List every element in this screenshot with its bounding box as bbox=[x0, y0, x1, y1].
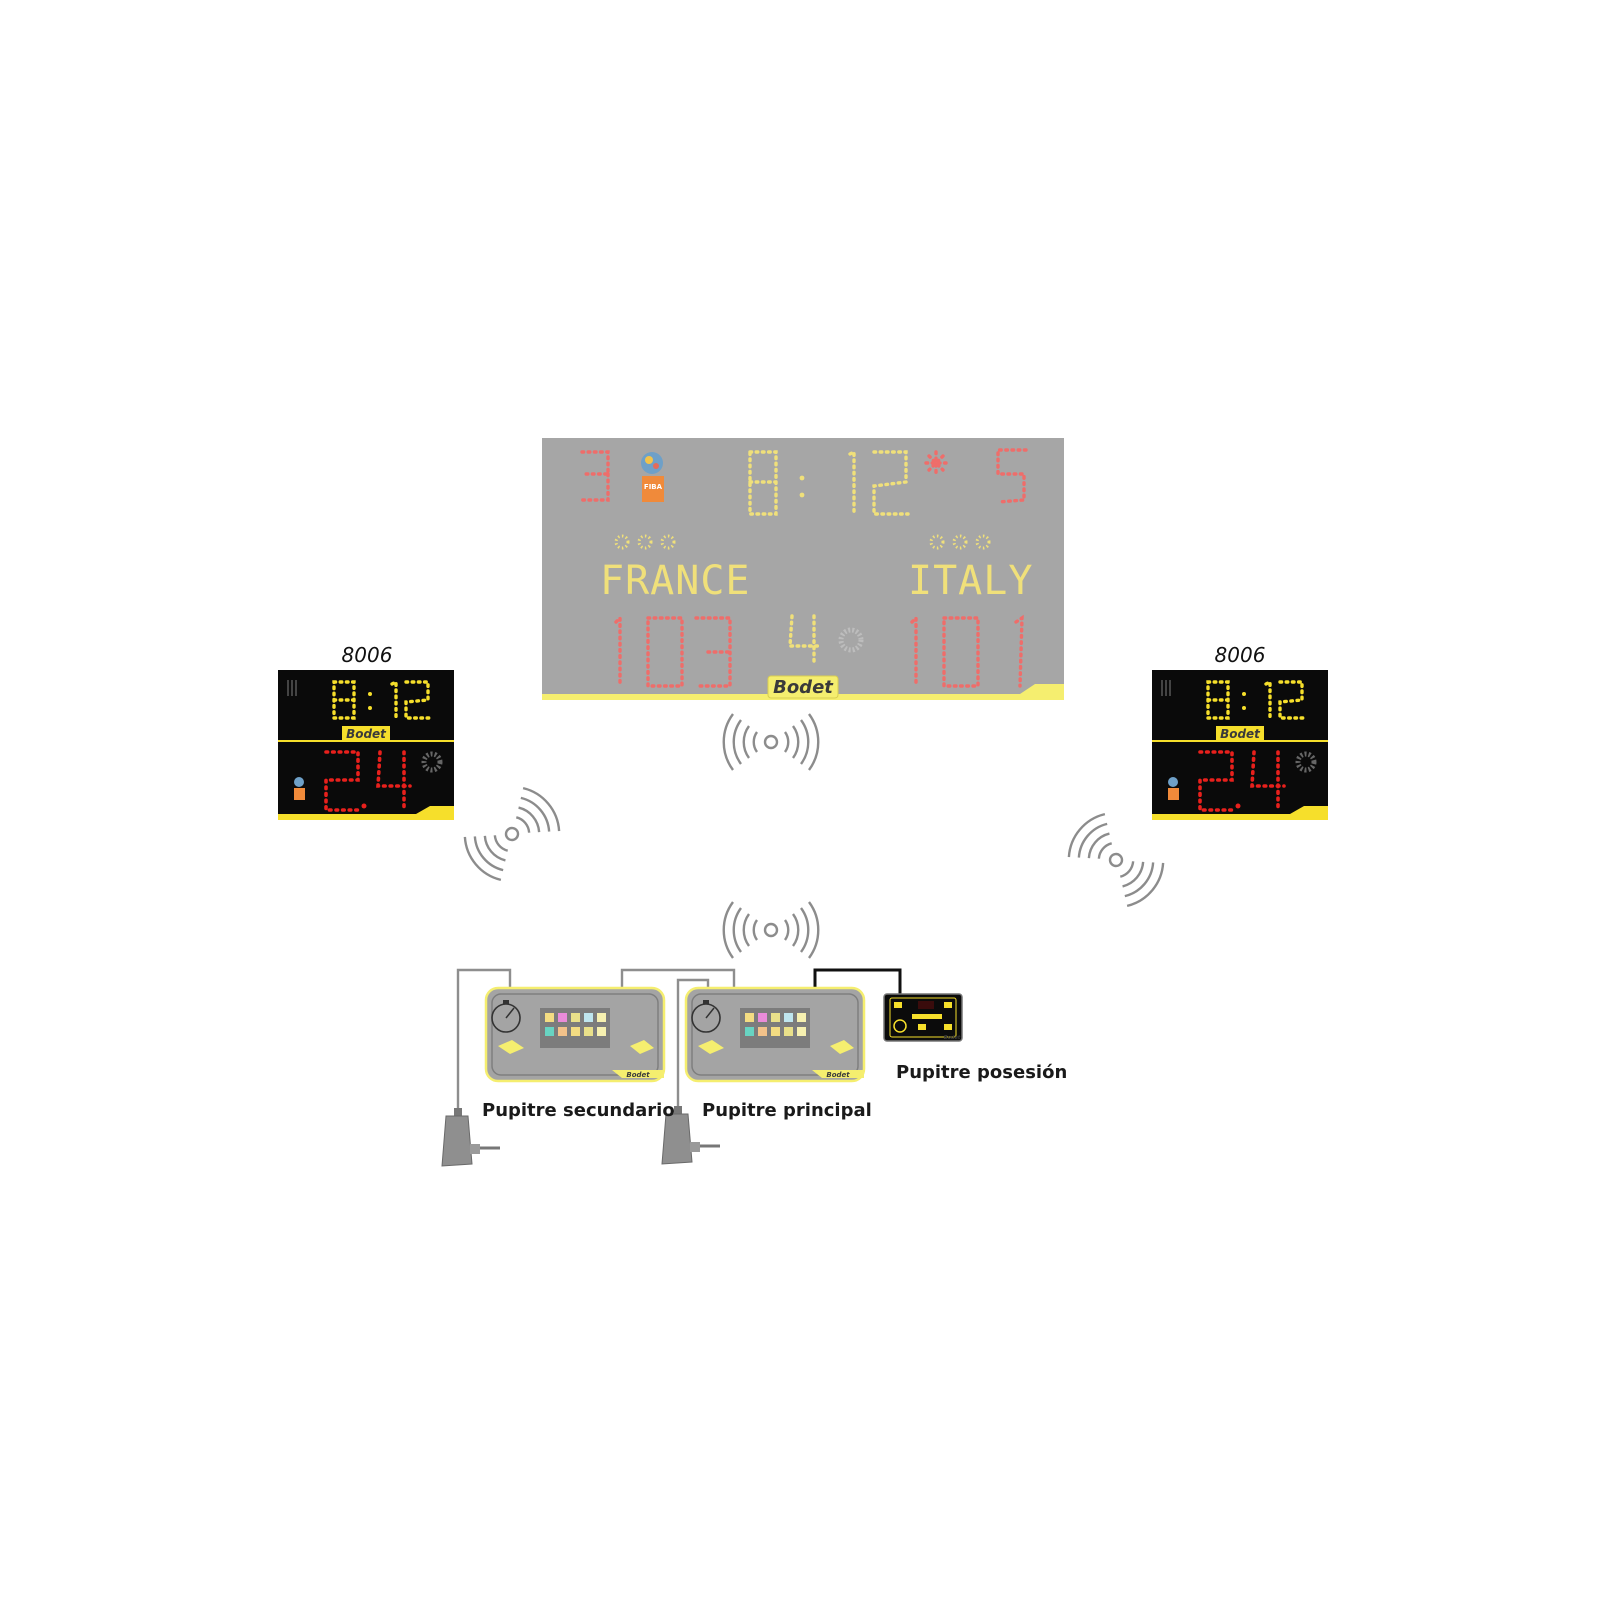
shot-clock-left-model: 8006 bbox=[342, 643, 393, 667]
score-home-display bbox=[614, 613, 732, 688]
score-away-display bbox=[910, 613, 1024, 688]
game-time-display bbox=[748, 449, 910, 516]
possession-number-digit bbox=[788, 614, 822, 666]
shot-clock-right-model: 8006 bbox=[1215, 643, 1266, 667]
bodet-logo-text: Bodet bbox=[1220, 727, 1261, 741]
main-scoreboard: FIBA FRANCE ITALY bbox=[542, 438, 1064, 700]
team-away-name: ITALY bbox=[908, 558, 1033, 604]
console-secondary: Bodet bbox=[484, 986, 666, 1083]
horn-icon bbox=[1295, 751, 1317, 773]
bodet-logo-text: Bodet bbox=[944, 1035, 961, 1041]
bodet-logo-text: Bodet bbox=[773, 677, 834, 698]
wireless-signal-icon bbox=[1067, 812, 1165, 908]
power-adapter-icon bbox=[661, 1106, 720, 1165]
speaker-grille-icon bbox=[287, 680, 297, 696]
wireless-signal-icon bbox=[722, 713, 820, 771]
scoreboard-accent-corner bbox=[1020, 684, 1064, 694]
bodet-logo: Bodet bbox=[342, 726, 390, 741]
shot-clock-right-panel bbox=[1152, 670, 1328, 820]
period-right-digit bbox=[996, 448, 1028, 504]
stopwatch-icon bbox=[691, 1000, 721, 1033]
horn-icon bbox=[838, 627, 864, 653]
timeout-indicator-icon bbox=[924, 450, 948, 476]
period-left-digit bbox=[580, 450, 610, 502]
shot-clock-right: 8006 Bodet bbox=[1152, 643, 1328, 820]
away-foul-lights bbox=[929, 534, 991, 550]
fiba-logo-text: FIBA bbox=[644, 483, 663, 491]
bodet-logo-text: Bodet bbox=[626, 1071, 650, 1079]
shot-clock-left-shot-time bbox=[324, 750, 412, 812]
shot-clock-left-time bbox=[332, 679, 432, 720]
speaker-grille-icon bbox=[1161, 680, 1171, 696]
scoreboard-panel bbox=[542, 438, 1064, 700]
team-home-name: FRANCE bbox=[600, 558, 751, 604]
fiba-logo-icon: FIBA bbox=[641, 452, 664, 502]
bodet-logo: Bodet bbox=[1216, 726, 1264, 741]
label-main-console: Pupitre principal bbox=[702, 1100, 872, 1121]
horn-icon bbox=[421, 751, 443, 773]
console-possession: Bodet bbox=[883, 993, 963, 1042]
fiba-logo-icon bbox=[294, 777, 305, 800]
stopwatch-icon bbox=[491, 1000, 521, 1033]
label-possession-console: Pupitre posesión bbox=[896, 1062, 1067, 1083]
bodet-logo: Bodet bbox=[767, 675, 839, 699]
home-foul-lights bbox=[614, 534, 676, 550]
bodet-logo-text: Bodet bbox=[826, 1071, 850, 1079]
shot-clock-left-panel bbox=[278, 670, 454, 820]
console-main: Bodet bbox=[684, 986, 866, 1083]
shot-clock-right-time bbox=[1206, 679, 1306, 720]
label-secondary-console: Pupitre secundario bbox=[482, 1100, 675, 1121]
shot-clock-left: 8006 Bodet bbox=[278, 643, 454, 820]
cables bbox=[456, 968, 902, 1112]
power-adapter-icon bbox=[441, 1108, 500, 1167]
bodet-logo-text: Bodet bbox=[346, 727, 387, 741]
wireless-signal-icon bbox=[463, 786, 561, 882]
shot-clock-right-shot-time bbox=[1198, 750, 1286, 812]
fiba-logo-icon bbox=[1168, 777, 1179, 800]
wireless-signal-icon bbox=[722, 901, 820, 959]
